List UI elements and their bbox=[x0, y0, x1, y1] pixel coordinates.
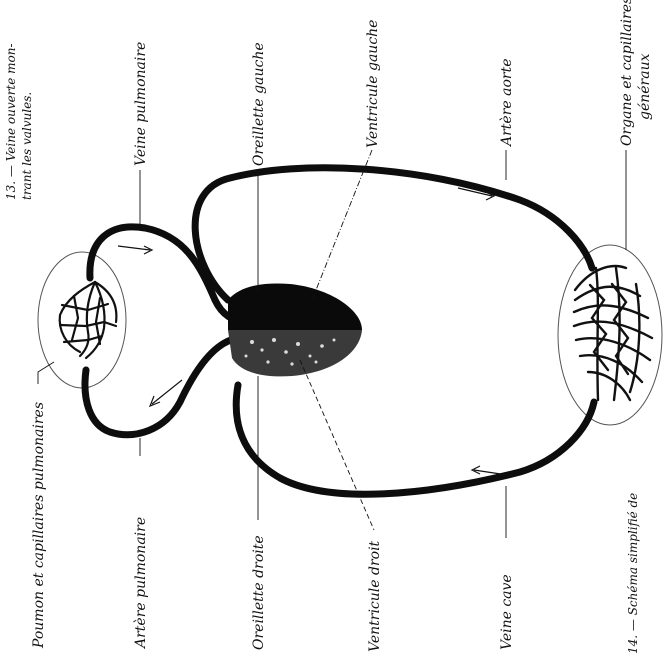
label-artere-aorte: Artère aorte bbox=[499, 58, 515, 148]
heart bbox=[228, 284, 362, 377]
heart-left-side bbox=[228, 284, 362, 330]
label-artere-pulmonaire: Artère pulmonaire bbox=[133, 517, 149, 650]
vena-cava-vessel bbox=[236, 385, 594, 494]
arrow-vena-cava bbox=[472, 466, 514, 476]
aorta-vessel bbox=[195, 168, 592, 300]
label-poumon: Poumon et capillaires pulmonaires bbox=[31, 402, 47, 649]
label-veine-cave: Veine cave bbox=[499, 574, 515, 650]
labels-bottom: Poumon et capillaires pulmonaires Artère… bbox=[31, 402, 640, 654]
caption-fig14: 14. — Schéma simplifié de bbox=[626, 493, 640, 654]
pulmonary-vein-vessel bbox=[90, 227, 246, 322]
organ-capillaries bbox=[574, 266, 652, 400]
heart-right-side bbox=[228, 330, 362, 376]
caption-fig13-line2: trant les valvules. bbox=[20, 92, 34, 200]
label-organe-line1: Organe et capillaires bbox=[619, 0, 635, 146]
leader-ventricule-gauche bbox=[312, 150, 372, 300]
lung-outline bbox=[38, 252, 126, 388]
label-veine-pulmonaire: Veine pulmonaire bbox=[133, 42, 149, 166]
label-oreillette-droite: Oreillette droite bbox=[251, 535, 267, 650]
label-ventricule-droit: Ventricule droit bbox=[367, 540, 383, 652]
label-organe-line2: généraux bbox=[637, 53, 653, 120]
leader-ventricule-droit bbox=[300, 360, 374, 530]
label-ventricule-gauche: Ventricule gauche bbox=[365, 20, 381, 148]
arrow-pulmonary-vein bbox=[118, 246, 152, 254]
lung-capillaries bbox=[60, 282, 117, 358]
pulmonary-artery-vessel bbox=[85, 338, 240, 435]
leader-poumon bbox=[38, 362, 54, 384]
caption-fig13-line1: 13. — Veine ouverte mon- bbox=[4, 43, 18, 200]
label-oreillette-gauche: Oreillette gauche bbox=[251, 42, 267, 166]
